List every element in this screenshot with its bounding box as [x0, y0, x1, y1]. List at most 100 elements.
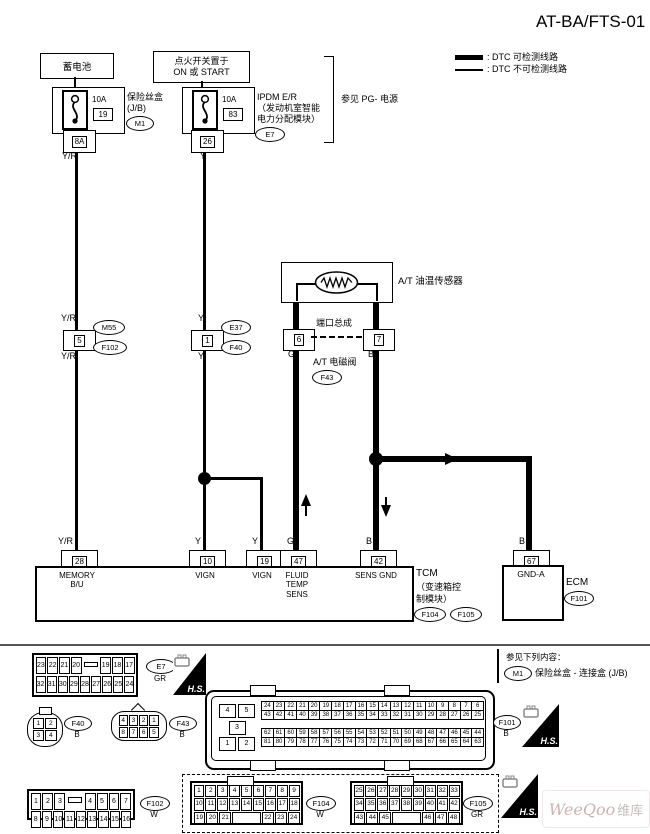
tcm-sub-2: 制模块）	[416, 594, 453, 604]
wire-b-sensor	[373, 300, 379, 552]
connector-pin: 26	[102, 675, 113, 693]
connector-pin: 23	[274, 811, 287, 824]
connector-pin: 17	[123, 657, 135, 675]
connector-pin: 30	[412, 784, 424, 797]
connector-pin: 10	[53, 810, 64, 828]
connector-face-f40-color: B	[74, 730, 80, 739]
connector-pin: 20	[70, 657, 82, 675]
connector-face-f105-color: GR	[471, 810, 483, 819]
connector-face-f104-color: W	[316, 810, 324, 819]
connector-pin: 1	[149, 714, 159, 726]
connector-pin: 8	[118, 726, 128, 738]
wire-label-b-terminal: B	[366, 536, 373, 546]
connector-pin: 18	[288, 798, 300, 811]
connector-pin: 24	[124, 675, 135, 693]
connector-pin: 7	[120, 792, 132, 810]
connector-pin: 26	[365, 784, 377, 797]
sensor-lead-right-h	[357, 283, 377, 285]
wire-label-y-terminal-1: Y	[195, 536, 202, 546]
wire-label-g-terminal: G	[287, 536, 295, 546]
f101-tab-bottom-right	[384, 760, 410, 771]
connector-slot	[66, 792, 84, 808]
connector-pin: 33	[448, 784, 460, 797]
tcm-sub-1: （变速箱控	[416, 582, 462, 592]
connector-pin: 25	[471, 710, 485, 720]
ipdm-label-1: IPDM E/R	[257, 92, 298, 102]
pin-28: 28	[61, 550, 98, 573]
ecm-terminal-label-gnd: GND-A	[517, 569, 545, 579]
junction-dot-b	[369, 452, 383, 466]
connector-pin: 1	[32, 717, 44, 729]
connector-pin: 3	[32, 729, 44, 741]
legend-thin-line	[455, 69, 483, 71]
branch-b-vertical	[526, 456, 532, 552]
connector-pin: 16	[264, 798, 276, 811]
ignition-stub-wire	[201, 81, 203, 87]
connector-face-f101-ref: F101	[493, 715, 521, 730]
connector-pin: 2	[238, 736, 255, 751]
connector-pin: 7	[128, 726, 138, 738]
legend-detectable-label: : DTC 可检测线路	[487, 52, 558, 62]
hs-badge-2: H.S.	[522, 704, 559, 747]
legend-thick-line	[455, 55, 483, 60]
port-assembly-label: 端口总成	[316, 318, 353, 328]
connector-pin: 41	[436, 798, 448, 811]
battery-fuse-rating: 10A	[92, 95, 107, 104]
connector-pin: 4	[45, 729, 57, 741]
connector-pin: 46	[421, 811, 434, 824]
wire-label-g: G	[288, 349, 296, 359]
connector-pin: 21	[59, 657, 70, 675]
connector-face-e7-color: GR	[154, 674, 166, 683]
tcm-terminal-label-vign1: VIGN	[195, 571, 215, 580]
page-title: AT-BA/FTS-01	[536, 12, 646, 31]
sensor-lead-left-v	[296, 283, 298, 301]
connector-pin: 2	[139, 714, 149, 726]
pin-5: 5	[63, 330, 96, 351]
connector-pin: 6	[108, 792, 120, 810]
connector-face-f40-ref: F40	[64, 716, 92, 731]
wire-label-yr-above: Y/R	[61, 313, 77, 323]
connector-pin: 1	[193, 784, 205, 797]
pin-8a: 8A	[63, 130, 96, 153]
f101-tab-top-left	[250, 685, 276, 696]
connector-pin: 16	[121, 810, 132, 828]
f105-tab	[387, 776, 414, 786]
connector-pin: 9	[41, 810, 53, 828]
wire-label-yr-terminal: Y/R	[58, 536, 74, 546]
connector-pin: 47	[434, 811, 447, 824]
connector-pin: 32	[436, 784, 448, 797]
wire-label-y-below: Y	[198, 351, 205, 361]
f101-tab-bottom-left	[250, 760, 276, 771]
wire-label-b-ecm: B	[519, 536, 526, 546]
section-divider	[0, 644, 650, 646]
legend-non-detectable-label: : DTC 不可检测线路	[487, 64, 567, 74]
connector-pin: 5	[149, 726, 159, 738]
branch-y-vertical	[260, 477, 263, 552]
wire-label-y-above: Y	[198, 313, 205, 323]
port-dashed-link	[311, 336, 362, 338]
tcm-terminal-label-vign2: VIGN	[252, 571, 272, 580]
ipdm-label-2: （发动机室智能	[257, 103, 321, 113]
pin-7: 7	[363, 329, 395, 351]
ecm-box	[502, 565, 564, 621]
f40-keyway	[39, 707, 52, 715]
connector-slot	[82, 657, 100, 673]
connector-pin: 17	[276, 798, 288, 811]
connector-pin: 30	[57, 675, 68, 693]
tcm-name: TCM	[416, 568, 438, 579]
sensor-lead-right-v	[376, 283, 378, 301]
connector-pin: 22	[47, 657, 59, 675]
plug-icon	[523, 705, 539, 718]
connector-pin: 12	[75, 810, 87, 828]
watermark: WeeQoo 维库	[542, 790, 650, 828]
connector-pin: 25	[113, 675, 124, 693]
tcm-connector-group-box	[182, 774, 499, 833]
fuse-icon	[192, 90, 218, 130]
connector-pin: 8	[30, 810, 41, 828]
panel-note-m1-ref: M1	[504, 666, 532, 681]
